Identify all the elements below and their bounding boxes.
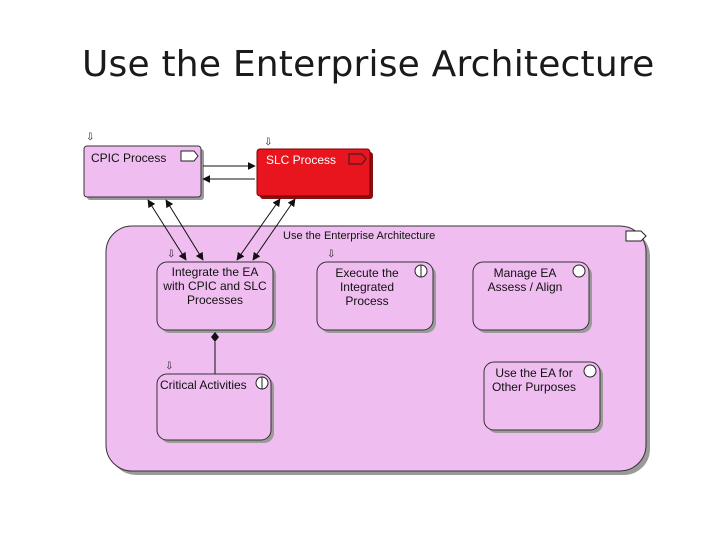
container-label: Use the Enterprise Architecture [283, 230, 436, 242]
manage-activity-box[interactable] [472, 261, 590, 331]
slc-process-icon [348, 153, 367, 165]
container-process-icon [625, 230, 647, 242]
critical-label: Critical Activities [160, 378, 247, 392]
cpic-process-box[interactable] [83, 145, 202, 198]
execute-trigger-icon: ⇩ [327, 249, 336, 260]
slide-title: Use the Enterprise Architecture [82, 44, 655, 85]
slc-process-box[interactable] [256, 148, 371, 197]
critical-activity-box[interactable] [156, 373, 272, 441]
manage-event-icon [572, 264, 586, 278]
integrate-label: Integrate the EA with CPIC and SLC Proce… [163, 265, 267, 307]
cpic-process-icon [180, 150, 199, 162]
execute-activity-box[interactable] [316, 261, 434, 331]
cpic-trigger-icon: ⇩ [86, 132, 95, 143]
composition-diamond [211, 332, 219, 342]
slc-trigger-icon: ⇩ [264, 137, 273, 148]
slc-process-label: SLC Process [266, 153, 337, 167]
other-label: Use the EA for Other Purposes [491, 366, 577, 394]
integrate-trigger-icon: ⇩ [167, 249, 176, 260]
slc-integrate-arrow-b [252, 198, 296, 261]
manage-label: Manage EA Assess / Align [487, 266, 563, 294]
other-event-icon [583, 364, 597, 378]
cpic-process-label: CPIC Process [91, 151, 167, 165]
other-activity-box[interactable] [483, 361, 601, 431]
cpic-integrate-arrow-b [165, 199, 204, 261]
execute-label: Execute the Integrated Process [335, 266, 399, 308]
critical-trigger-icon: ⇩ [165, 361, 174, 372]
integrate-activity-box[interactable] [156, 261, 274, 331]
